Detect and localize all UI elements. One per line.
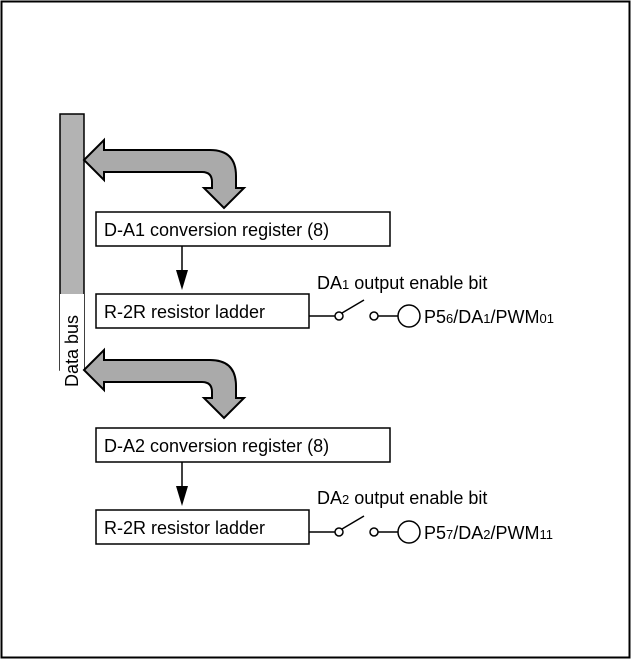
bus-arrow-2 [82,347,247,420]
da2-ladder-label: R-2R resistor ladder [104,518,265,538]
da2-conversion-register [95,427,391,463]
da2-pin-label: P57/DA2/PWM11 [424,523,553,543]
bus-arrow-1 [82,137,247,210]
da1-arrowhead [176,270,188,290]
da2-arrowhead [176,486,188,506]
data-bus-label: Data bus [62,315,82,387]
da1-r2r-resistor-ladder [95,293,310,329]
da2-output-switch [309,515,421,544]
da2-output-enable-bit-label: DA2 output enable bit [317,488,487,508]
data-bus: Data bus [59,113,85,408]
da1-pin-label: P56/DA1/PWM01 [424,307,554,327]
da1-output-enable-bit-label: DA1 output enable bit [317,273,487,293]
da2-r2r-resistor-ladder [95,509,310,545]
da2-register-label: D-A2 conversion register (8) [104,436,329,456]
da1-register-label: D-A1 conversion register (8) [104,220,329,240]
da1-ladder-label: R-2R resistor ladder [104,302,265,322]
da1-conversion-register [95,211,391,247]
da1-output-switch [309,299,421,328]
